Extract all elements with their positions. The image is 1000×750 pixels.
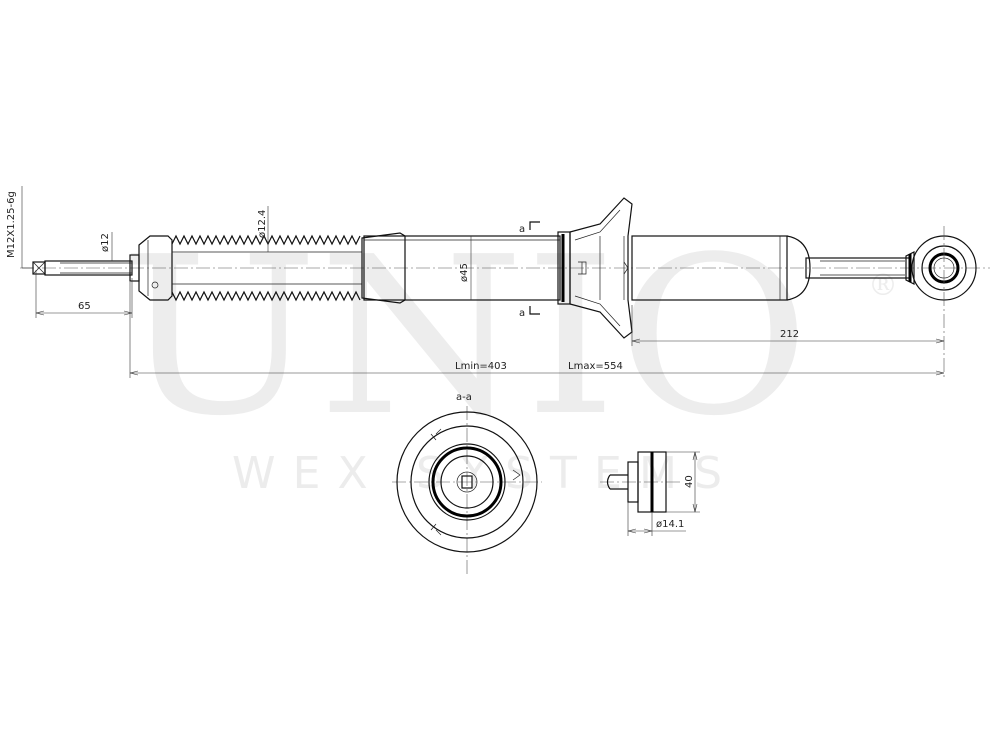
watermark-brand: UNIO: [120, 211, 810, 464]
outer-tube: [363, 235, 561, 301]
watermark: UNIO ® WEX SYSTEMS: [120, 211, 898, 499]
section-markers: a a: [519, 221, 540, 319]
section-marker-top: a: [519, 224, 525, 235]
spring-seat: [557, 197, 633, 339]
eye-to-mount-label: 212: [780, 329, 799, 340]
dimension-lines: M12X1.25-6g ø12 ø12.4 ø45 65 212 Lmin=40…: [6, 186, 945, 378]
watermark-tagline: WEX SYSTEMS: [232, 448, 732, 499]
body-diameter-label: ø45: [459, 263, 470, 282]
section-view-label: a-a: [456, 392, 472, 403]
watermark-registered-mark: ®: [868, 268, 898, 303]
min-length-label: Lmin=403: [455, 361, 507, 372]
boot-diameter-label: ø12.4: [257, 210, 268, 238]
section-view-aa: a-a: [392, 392, 542, 576]
piston-rod: [32, 254, 140, 282]
eye-detail-view: 40 ø14.1: [600, 451, 700, 536]
eye-mount: [905, 226, 977, 378]
section-marker-bottom: a: [519, 308, 525, 319]
thread-spec-label: M12X1.25-6g: [6, 191, 17, 258]
max-length-label: Lmax=554: [568, 361, 623, 372]
threaded-stud: [44, 260, 133, 276]
eye-height-label: 40: [684, 475, 695, 488]
rod-diameter-label: ø12: [100, 233, 111, 252]
thread-length-label: 65: [78, 301, 91, 312]
dust-boot: [138, 234, 362, 302]
eye-bore-label: ø14.1: [656, 519, 684, 530]
damper-body: [361, 232, 561, 304]
